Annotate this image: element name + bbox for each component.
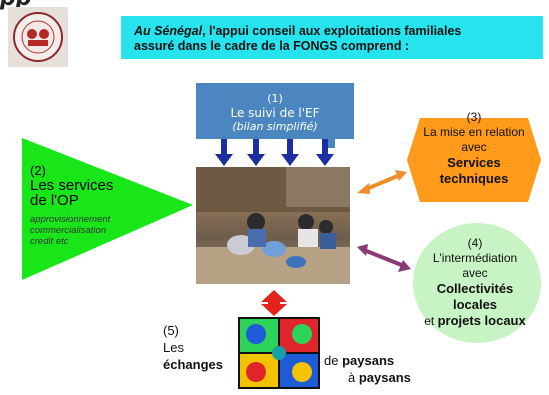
echanges-heads-image [238,317,320,389]
intermediation-text: (4) L'intermédiation avec Collectivités … [412,236,538,329]
services-op-line1: Les services [30,177,114,194]
echanges-number: (5) [163,323,179,338]
intro-banner-text: Au Sénégal, l'appui conseil aux exploita… [134,24,534,54]
mise-line2: avec [461,140,487,154]
inter-line2: avec [462,266,488,280]
echanges-text: (5) Les échanges [163,322,243,373]
logo-seal-icon [13,12,63,62]
purple-double-arrow [357,244,411,272]
inter-bold1: Collectivités [436,281,514,296]
mise-number: (3) [466,110,482,124]
intermediation-circle [413,223,541,343]
suivi-sub: (bilan simplifié) [232,120,318,133]
inter-line5a: et [424,314,438,328]
mise-bold1: Services [447,155,501,170]
intro-banner [121,16,543,59]
services-op-line2: de l'OP [30,192,79,209]
services-op-sub1: approvisionnement [30,214,111,225]
services-op-sub3: credit etc [30,236,69,247]
services-op-sub2: commercialisation [30,225,107,236]
fongs-logo [8,7,68,67]
echanges-line1: Les [163,340,184,355]
mise-en-relation-text: (3) La mise en relation avec Services te… [409,110,539,187]
paysans-tail1: de [324,353,343,368]
suivi-number: (1) [267,92,283,105]
services-op-number: (2) [30,163,46,178]
inter-line1: L'intermédiation [432,251,518,265]
paysans-tail4: paysans [358,370,411,385]
services-op-triangle [22,138,193,280]
page-title-fragment: pp [0,0,40,11]
services-op-text: (2) Les services de l'OP [30,163,140,208]
orange-double-arrow [357,170,407,194]
inter-bold2: locales [452,297,498,312]
banner-line2: assuré dans le cadre de la FONGS compren… [134,39,410,53]
red-double-arrow [261,290,287,316]
paysans-tail2: paysans [342,353,395,368]
family-photo-illustration [196,167,350,284]
paysans-text: de paysans à paysans [324,352,434,386]
inter-line5b: projets locaux [437,313,526,328]
mise-en-relation-hexagon [407,118,541,202]
banner-country: Au Sénégal [134,24,203,38]
suivi-arrows [215,139,334,166]
suivi-label: Le suivi de l'EF [230,106,320,120]
mise-line1: La mise en relation [423,125,525,139]
banner-line1: , l'appui conseil aux exploitations fami… [202,24,462,38]
family-photo [196,167,350,284]
echanges-bold1: échanges [163,357,223,372]
suivi-text: (1) Le suivi de l'EF (bilan simplifié) [196,92,354,134]
inter-number: (4) [467,236,483,250]
services-op-subtext: approvisionnement commercialisation cred… [30,214,140,247]
mise-bold2: techniques [439,171,509,186]
paysans-tail3: à [348,370,359,385]
